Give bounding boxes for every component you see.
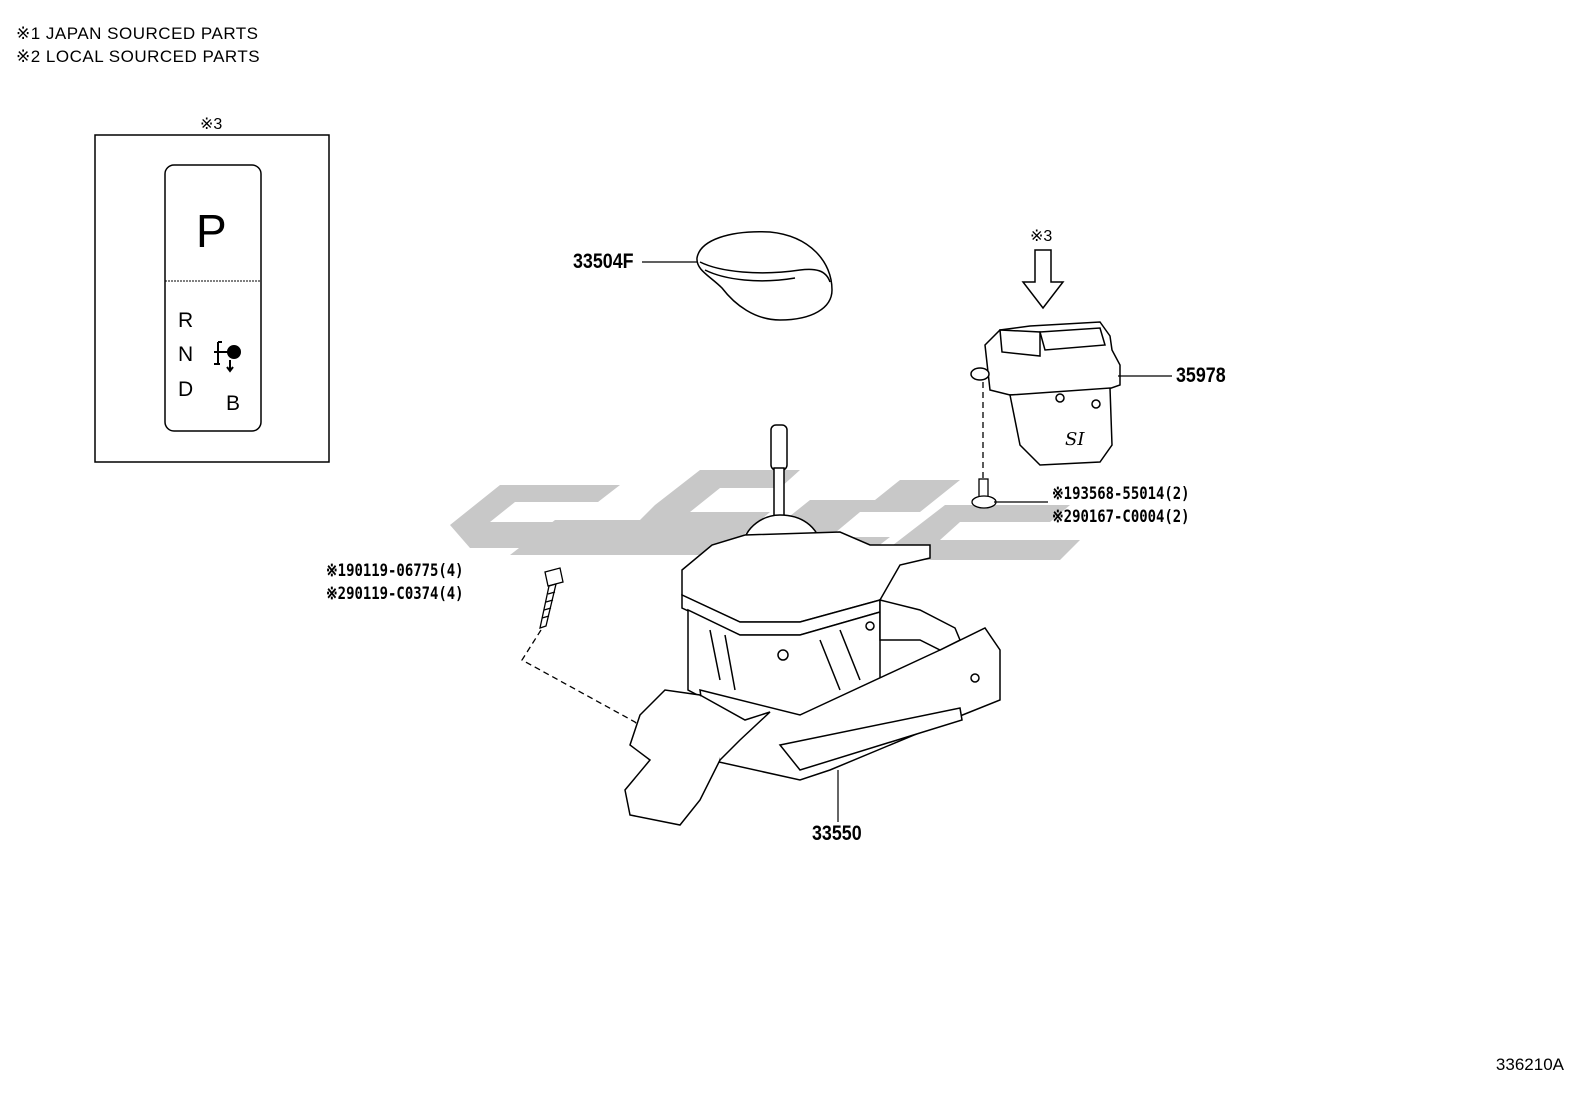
down-arrow-icon bbox=[1021, 249, 1065, 310]
switch-ref-mark: ※3 bbox=[1030, 228, 1053, 245]
letter-d: D bbox=[178, 378, 193, 401]
shift-pattern-icon bbox=[214, 341, 241, 373]
part-number-knob[interactable]: 33504F bbox=[573, 250, 634, 273]
letter-p: P bbox=[196, 205, 227, 257]
part-number-switch[interactable]: 35978 bbox=[1176, 364, 1226, 387]
part-number-screw-1[interactable]: ※193568-55014(2) bbox=[1052, 484, 1190, 504]
switch-marking: SI bbox=[1065, 429, 1085, 450]
screw-illustration bbox=[971, 478, 997, 509]
letter-r: R bbox=[178, 309, 193, 332]
diagram-id: 336210A bbox=[1495, 1055, 1564, 1074]
shift-lever-assembly bbox=[624, 424, 1001, 826]
part-number-bolt-2[interactable]: ※290119-C0374(4) bbox=[326, 584, 464, 604]
inset-ref-mark: ※3 bbox=[200, 116, 223, 133]
part-number-bolt-1[interactable]: ※190119-06775(4) bbox=[326, 561, 464, 581]
letter-b: B bbox=[226, 392, 240, 415]
part-number-screw-2[interactable]: ※290167-C0004(2) bbox=[1052, 507, 1190, 527]
part-number-shift-lever[interactable]: 33550 bbox=[812, 822, 862, 845]
shift-indicator-plate bbox=[164, 164, 262, 432]
shift-knob-illustration bbox=[696, 231, 833, 321]
note-local-sourced: ※2 LOCAL SOURCED PARTS bbox=[16, 47, 261, 66]
bolt-illustration bbox=[539, 567, 564, 629]
switch-illustration bbox=[970, 321, 1121, 466]
note-japan-sourced: ※1 JAPAN SOURCED PARTS bbox=[16, 24, 259, 43]
letter-n: N bbox=[178, 343, 193, 366]
inset-frame bbox=[94, 134, 330, 463]
